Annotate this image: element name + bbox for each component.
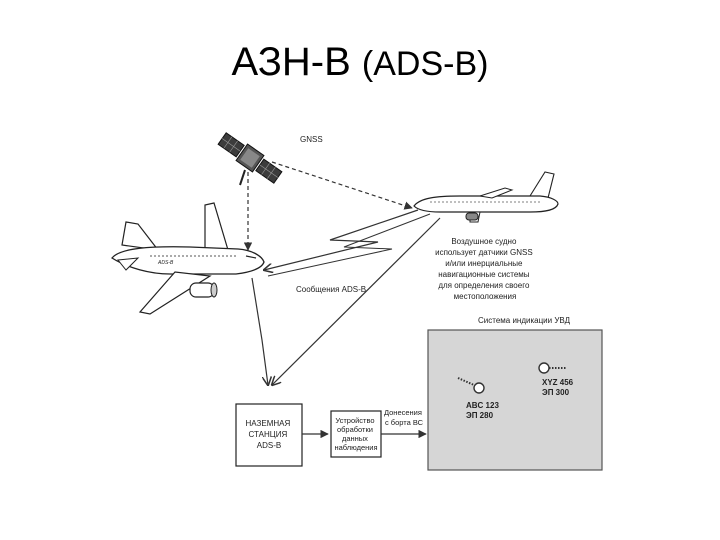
display-title: Система индикации УВД (478, 316, 571, 325)
track-abc123-label: ABC 123 ЭП 280 (466, 401, 501, 420)
right-aircraft-downlink (272, 217, 441, 385)
adsb-messages-label: Сообщения ADS-B (296, 285, 366, 294)
satellite-icon (217, 132, 283, 186)
adsb-broadcast-signal (264, 209, 419, 270)
track-xyz456-label: XYZ 456 ЭП 300 (542, 378, 575, 397)
left-aircraft-downlink (251, 277, 268, 385)
adsb-broadcast-signal-outline (267, 213, 431, 277)
left-aircraft-icon (111, 202, 265, 315)
title-latin: (ADS-B) (361, 45, 489, 83)
aircraft-note-line: и/или инерциальные (445, 259, 523, 268)
slide-title: АЗН-В (ADS-B) (0, 38, 720, 88)
reports-label: Донесения с борта ВС (384, 408, 424, 427)
aircraft-note-line: Воздушное судно (451, 237, 517, 246)
gnss-label: GNSS (300, 135, 323, 144)
title-main: АЗН-В (231, 40, 351, 84)
ground-station-box (235, 403, 303, 467)
processor-label: Устройство обработки данных наблюдения (334, 416, 377, 452)
track-xyz456 (538, 362, 566, 374)
aircraft-note-line: использует датчики GNSS (435, 248, 533, 257)
aircraft-note-line: для определения своего (438, 281, 530, 290)
gnss-signal-to-right-aircraft (271, 161, 413, 210)
ground-station-label: НАЗЕМНАЯ СТАНЦИЯ ADS-B (246, 419, 293, 450)
track-abc123 (457, 377, 485, 394)
aircraft-note-line: местоположения (454, 292, 517, 301)
left-aircraft-livery: ADS-B (157, 260, 174, 266)
right-aircraft-icon (413, 171, 559, 223)
aircraft-note-line: навигационные системы (438, 270, 530, 279)
aircraft-note: Воздушное судно использует датчики GNSS … (435, 237, 535, 301)
svg-text:Воздушное судно использу: Воздушное судно использует датчики GNSS … (435, 237, 535, 301)
atc-display-screen (427, 329, 603, 471)
